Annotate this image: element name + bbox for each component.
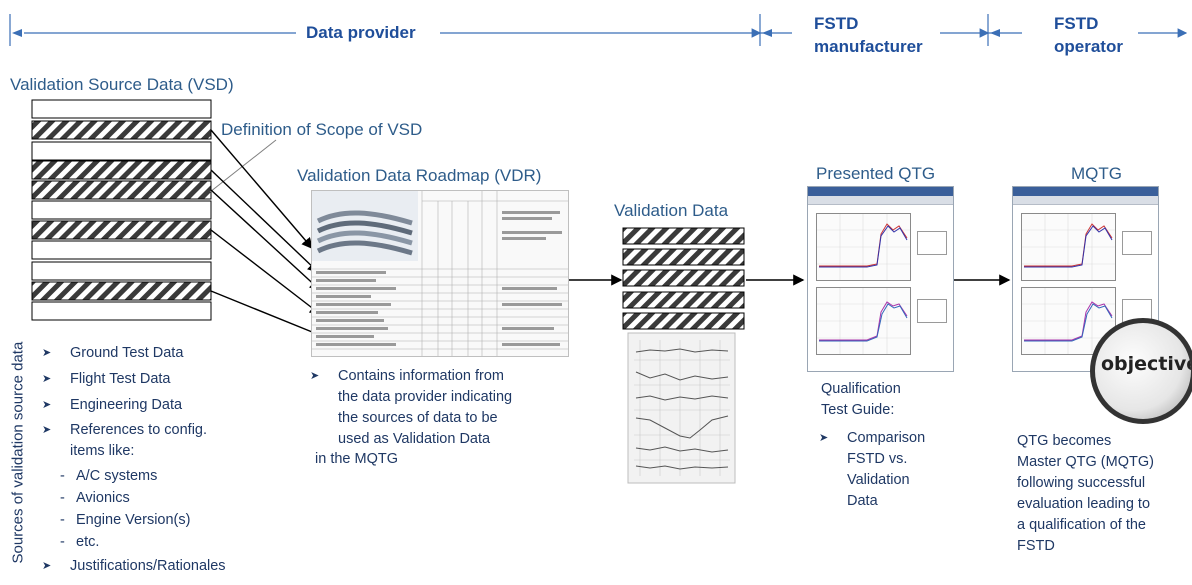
list-item: -Avionics <box>42 487 226 509</box>
caption-line: Test Guide: <box>821 402 895 418</box>
header-fstd-operator-line2: operator <box>1054 37 1123 56</box>
vdr-desc-line: used as Validation Data <box>338 431 491 447</box>
validation-data-plot-image <box>627 332 736 484</box>
mqtg-plot-top <box>1021 213 1116 281</box>
bullet-line: Comparison <box>847 430 926 446</box>
chevron-right-icon: ➤ <box>819 432 829 444</box>
legend-box <box>917 299 947 323</box>
list-item: -etc. <box>42 531 226 553</box>
header-fstd-manufacturer-line2: manufacturer <box>814 37 923 56</box>
scope-leader-line <box>209 139 277 193</box>
list-item-text: etc. <box>76 534 100 550</box>
vdr-table-graphic <box>312 191 568 356</box>
list-item: ➤ Contains information from the data pro… <box>310 366 512 450</box>
operator-start-arrow <box>990 29 1000 37</box>
list-item-text: Avionics <box>76 490 130 506</box>
list-item-text: A/C systems <box>76 468 158 484</box>
list-item: ➤ Ground Test Data <box>42 340 226 366</box>
list-item-text: Flight Test Data <box>70 371 171 387</box>
caption-line: following successful <box>1017 475 1146 491</box>
chevron-right-icon: ➤ <box>42 347 52 359</box>
chevron-right-icon: ➤ <box>42 373 52 385</box>
mqtg-title: MQTG <box>1071 164 1122 183</box>
dash-icon: - <box>60 512 65 528</box>
header-fstd-manufacturer: FSTD manufacturer <box>814 12 923 58</box>
vsd-title: Validation Source Data (VSD) <box>10 75 234 94</box>
caption-line: evaluation leading to <box>1017 496 1151 512</box>
magnifier-icon: objective <box>1090 318 1192 424</box>
caption-line: Master QTG (MQTG) <box>1017 454 1154 470</box>
presented-qtg-caption: Qualification Test Guide: <box>821 379 901 421</box>
vsd-source-list: ➤ Ground Test Data ➤ Flight Test Data ➤ Eng… <box>42 340 226 579</box>
list-item: ➤ Justifications/Rationales <box>42 553 226 579</box>
manufacturer-start-arrow <box>762 29 772 37</box>
header-fstd-operator-line1: FSTD <box>1054 14 1099 33</box>
window-menubar <box>808 196 953 205</box>
list-item: ➤ Comparison FSTD vs. Validation Data <box>819 428 925 512</box>
vdr-desc-last-line: in the MQTG <box>315 451 398 467</box>
presented-qtg-bullet: ➤ Comparison FSTD vs. Validation Data <box>819 428 925 512</box>
list-item-text: Justifications/Rationales <box>70 558 226 574</box>
legend-box <box>1122 231 1152 255</box>
header-fstd-manufacturer-line1: FSTD <box>814 14 859 33</box>
bullet-line: FSTD vs. <box>847 451 908 467</box>
dash-icon: - <box>60 534 65 550</box>
vsd-side-label: Sources of validation source data <box>9 341 27 564</box>
list-item-text: References to config. <box>70 422 208 438</box>
list-item: -Engine Version(s) <box>42 509 226 531</box>
qtg-plot-bottom <box>816 287 911 355</box>
caption-line: Qualification <box>821 381 901 397</box>
validation-data-title: Validation Data <box>614 201 729 220</box>
list-item-text: Engineering Data <box>70 397 183 413</box>
legend-box <box>917 231 947 255</box>
header-data-provider: Data provider <box>306 23 416 42</box>
bullet-line: Data <box>847 493 878 509</box>
caption-line: QTG becomes <box>1017 433 1112 449</box>
vdr-desc-line: Contains information from <box>338 368 505 384</box>
dash-icon: - <box>60 468 65 484</box>
header-timeline <box>9 14 1188 46</box>
list-item: ➤ Flight Test Data <box>42 366 226 392</box>
window-titlebar <box>808 187 953 196</box>
chevron-right-icon: ➤ <box>42 399 52 411</box>
qtg-plot-top <box>816 213 911 281</box>
presented-qtg-screenshot <box>807 186 954 372</box>
magnifier-label: objective <box>1101 353 1192 375</box>
caption-line: a qualification of the <box>1017 517 1146 533</box>
chevron-right-icon: ➤ <box>310 370 320 382</box>
vsd-scope-label: Definition of Scope of VSD <box>221 120 423 139</box>
mqtg-caption: QTG becomes Master QTG (MQTG) following … <box>1017 431 1154 557</box>
list-item: -A/C systems <box>42 465 226 487</box>
chevron-right-icon: ➤ <box>42 560 52 572</box>
chevron-right-icon: ➤ <box>42 424 52 436</box>
list-item: ➤ Engineering Data <box>42 392 226 418</box>
vdr-title: Validation Data Roadmap (VDR) <box>297 166 542 185</box>
vsd-stack <box>31 99 212 321</box>
bullet-line: Validation <box>847 472 910 488</box>
caption-line: FSTD <box>1017 538 1055 554</box>
window-titlebar <box>1013 187 1158 196</box>
list-item-text: Ground Test Data <box>70 345 184 361</box>
vdr-document-image <box>311 190 569 357</box>
window-menubar <box>1013 196 1158 205</box>
vdr-desc-line: the sources of data to be <box>338 410 498 426</box>
left-start-arrow <box>12 29 22 37</box>
vdr-description: ➤ Contains information from the data pro… <box>310 366 512 450</box>
list-item-text: items like: <box>70 443 135 459</box>
vsd-to-vdr-arrows <box>210 129 324 338</box>
dash-icon: - <box>60 490 65 506</box>
header-fstd-operator: FSTD operator <box>1054 12 1123 58</box>
presented-qtg-title: Presented QTG <box>816 164 936 183</box>
validation-data-stack <box>622 227 745 330</box>
list-item-text: Engine Version(s) <box>76 512 191 528</box>
list-item: ➤ References to config. items like: <box>42 418 226 462</box>
vdr-desc-line: the data provider indicating <box>338 389 513 405</box>
